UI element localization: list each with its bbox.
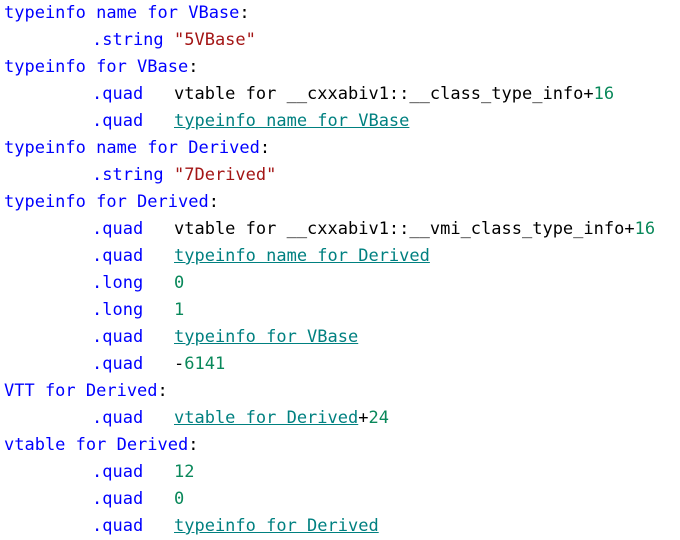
label-line: typeinfo name for VBase: xyxy=(4,0,680,27)
instruction-line: .quad typeinfo for VBase xyxy=(4,324,680,351)
label-colon: : xyxy=(188,435,199,455)
symbol-link[interactable]: typeinfo for Derived xyxy=(174,516,379,536)
operand-text: - xyxy=(174,354,185,374)
instruction-line: .quad vtable for __cxxabiv1::__class_type… xyxy=(4,81,680,108)
directive: .quad xyxy=(92,408,144,428)
label-colon: : xyxy=(157,381,168,401)
numeric-literal: 16 xyxy=(593,84,615,104)
instruction-line: .quad 12 xyxy=(4,459,680,486)
numeric-literal: 1 xyxy=(174,300,185,320)
operand-text: + xyxy=(358,408,369,428)
symbol-link[interactable]: typeinfo name for Derived xyxy=(174,246,430,266)
instruction-line: .quad 0 xyxy=(4,486,680,513)
instruction-line: .quad typeinfo name for Derived xyxy=(4,243,680,270)
directive: .string xyxy=(92,30,164,50)
label-line: typeinfo name for Derived: xyxy=(4,135,680,162)
numeric-literal: 24 xyxy=(368,408,389,428)
directive: .quad xyxy=(92,111,144,131)
instruction-line: .quad typeinfo for Derived xyxy=(4,513,680,540)
directive: .quad xyxy=(92,327,144,347)
directive: .quad xyxy=(92,489,144,509)
directive: .quad xyxy=(92,84,144,104)
assembly-listing: typeinfo name for VBase: .string "5VBase" t… xyxy=(4,0,680,540)
label-line: vtable for Derived: xyxy=(4,432,680,459)
numeric-literal: 12 xyxy=(174,462,195,482)
numeric-literal: 0 xyxy=(174,489,185,509)
string-literal: "5VBase" xyxy=(174,30,256,50)
symbol-label: typeinfo name for Derived xyxy=(4,138,260,158)
symbol-label: typeinfo name for VBase xyxy=(4,3,240,23)
operand-text: vtable for __cxxabiv1::__class_type_info xyxy=(174,84,584,104)
symbol-link[interactable]: typeinfo for VBase xyxy=(174,327,359,347)
instruction-line: .quad vtable for __cxxabiv1::__vmi_class_… xyxy=(4,216,680,243)
symbol-link[interactable]: vtable for Derived xyxy=(174,408,359,428)
directive: .quad xyxy=(92,516,144,536)
label-colon: : xyxy=(259,138,271,158)
instruction-line: .string "7Derived" xyxy=(4,162,680,189)
symbol-label: VTT for Derived xyxy=(4,381,158,401)
label-line: VTT for Derived: xyxy=(4,378,680,405)
label-colon: : xyxy=(208,192,219,212)
numeric-literal: 16 xyxy=(634,219,656,239)
label-line: typeinfo for VBase: xyxy=(4,54,680,81)
instruction-line: .quad typeinfo name for VBase xyxy=(4,108,680,135)
directive: .quad xyxy=(92,246,144,266)
symbol-label: typeinfo for Derived xyxy=(4,192,209,212)
operand-text: vtable for __cxxabiv1::__vmi_class_type_… xyxy=(174,219,625,239)
label-colon: : xyxy=(188,57,199,77)
operand-text: + xyxy=(583,84,594,104)
directive: .quad xyxy=(92,462,144,482)
directive: .long xyxy=(92,273,144,293)
symbol-label: vtable for Derived xyxy=(4,435,189,455)
numeric-literal: 0 xyxy=(174,273,185,293)
instruction-line: .long 1 xyxy=(4,297,680,324)
operand-text: + xyxy=(624,219,635,239)
string-literal: "7Derived" xyxy=(174,165,277,185)
directive: .quad xyxy=(92,354,144,374)
directive: .long xyxy=(92,300,144,320)
symbol-link[interactable]: typeinfo name for VBase xyxy=(174,111,410,131)
label-colon: : xyxy=(239,3,250,23)
directive: .quad xyxy=(92,219,144,239)
instruction-line: .quad -6141 xyxy=(4,351,680,378)
symbol-label: typeinfo for VBase xyxy=(4,57,189,77)
directive: .string xyxy=(92,165,164,185)
instruction-line: .quad vtable for Derived+24 xyxy=(4,405,680,432)
label-line: typeinfo for Derived: xyxy=(4,189,680,216)
numeric-literal: 6141 xyxy=(184,354,226,374)
instruction-line: .long 0 xyxy=(4,270,680,297)
instruction-line: .string "5VBase" xyxy=(4,27,680,54)
